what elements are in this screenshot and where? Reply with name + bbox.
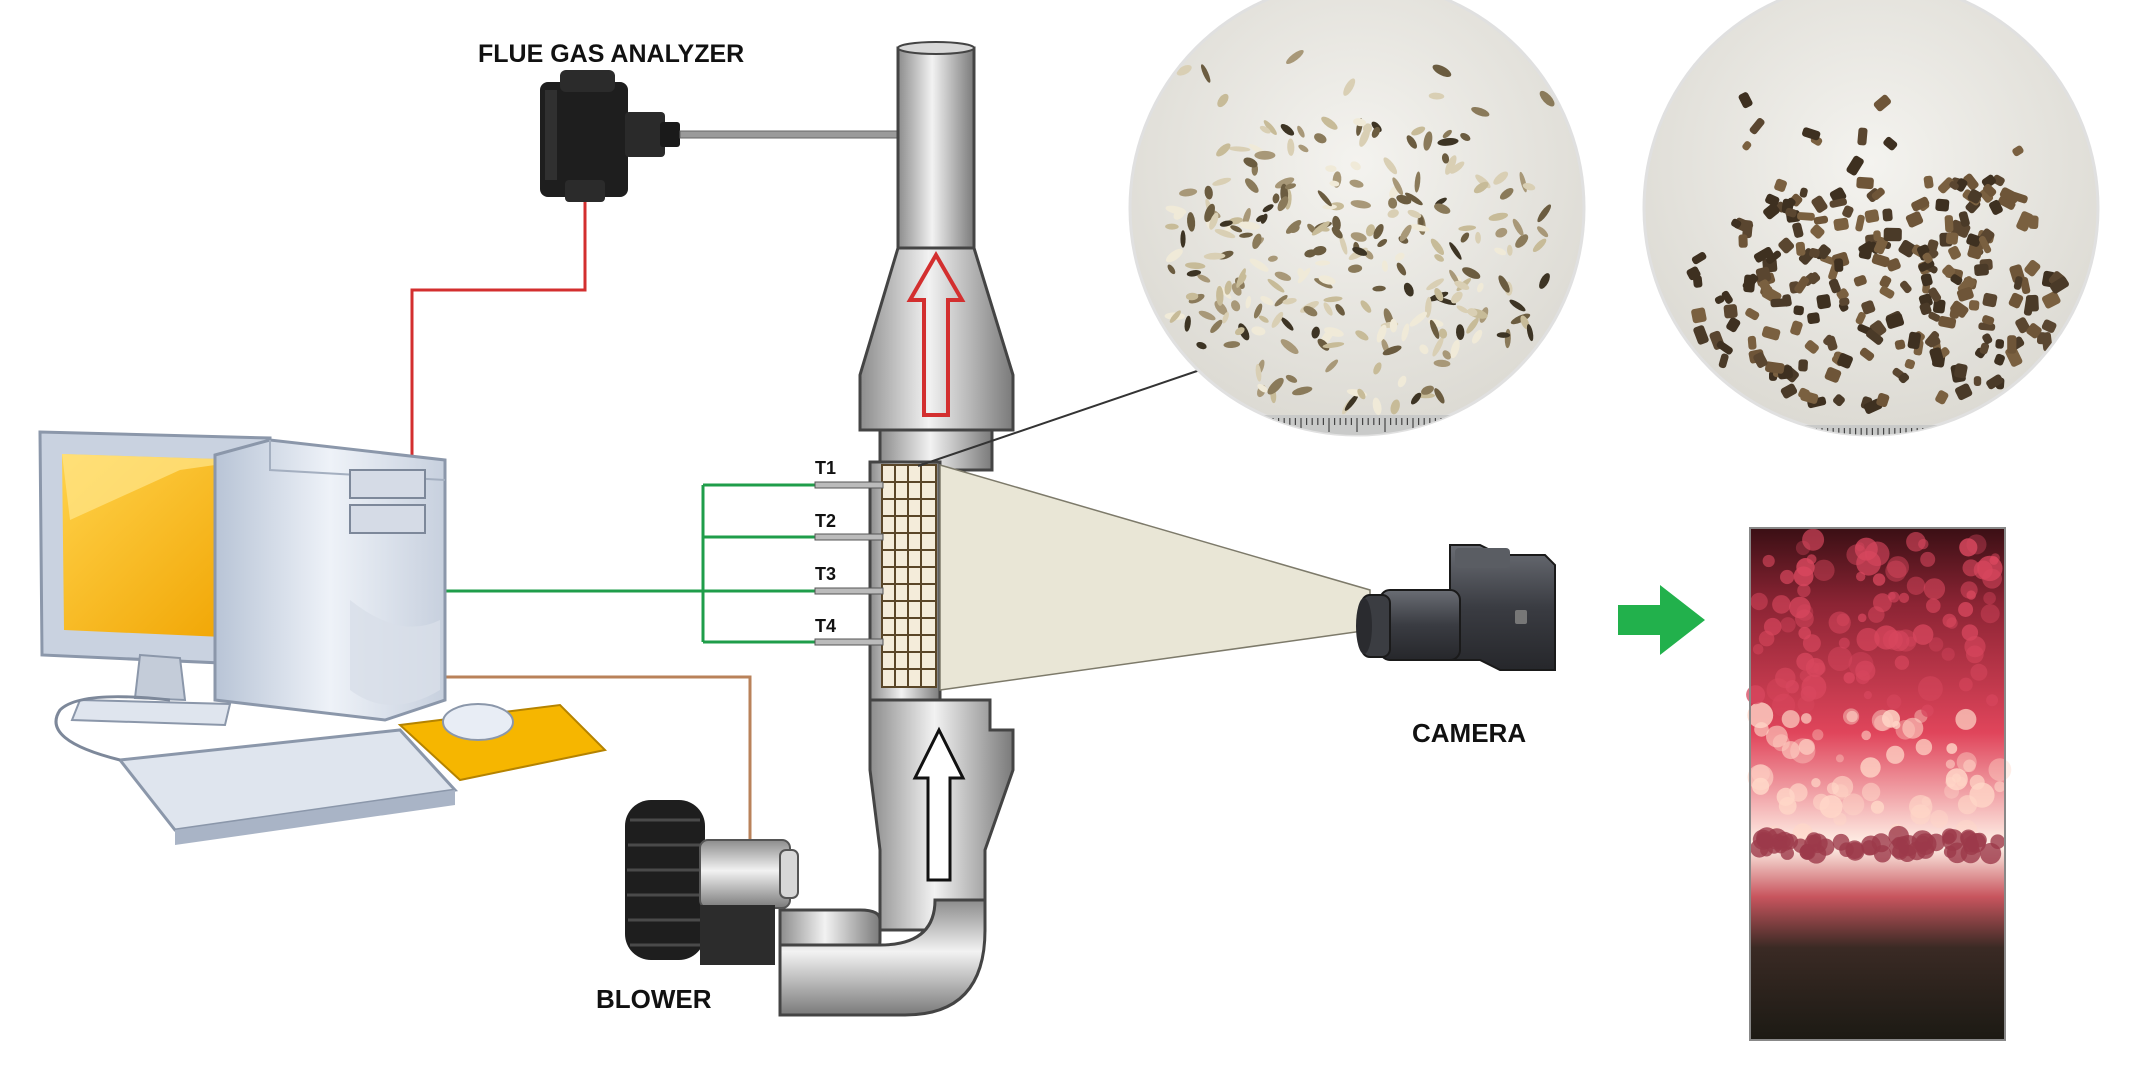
computer-icon	[38, 430, 608, 845]
flow-arrow-up-red	[906, 251, 966, 417]
flue-gas-analyzer-icon	[540, 70, 680, 202]
ruler-tick-label: 9	[1766, 450, 1776, 470]
analyzer-wire	[410, 195, 587, 455]
raw-sample-photo	[1128, 0, 1586, 437]
ruler-tick-label: 7	[1990, 450, 2000, 470]
ruler-tick-label: 4	[1385, 440, 1395, 460]
thermocouple-label-t1: T1	[815, 458, 836, 478]
camera-label: CAMERA	[1412, 718, 1526, 748]
thermocouple-label-t4: T4	[815, 616, 836, 636]
ruler-tick-label: 8	[1738, 450, 1748, 470]
ruler-tick-label: 5	[1934, 450, 1944, 470]
camera-icon	[1356, 544, 1556, 671]
thermocouple-wires	[440, 483, 815, 644]
ruler-tick-label: 4	[1906, 450, 1916, 470]
ruler-tick-label: 1	[1822, 450, 1832, 470]
blower-wire	[440, 675, 752, 840]
combustion-photo	[1746, 527, 2012, 1041]
camera-view-cone	[939, 464, 1371, 691]
ruler-tick-label: 3	[1357, 440, 1367, 460]
flow-arrow-up-black	[912, 726, 966, 882]
ruler-tick-label: 5	[1413, 440, 1423, 460]
ruler-tick-label: 10	[1794, 445, 1821, 472]
ruler-tick-label: 7	[1469, 440, 1479, 460]
ruler-tick-label: 3	[1878, 450, 1888, 470]
fuel-bed-window	[881, 464, 937, 688]
ruler-tick-label: 6	[1441, 440, 1451, 460]
arrow-right-icon	[1618, 585, 1705, 655]
analyzer-label: FLUE GAS ANALYZER	[478, 40, 744, 68]
blower-label: BLOWER	[596, 984, 712, 1014]
thermocouple-label-t2: T2	[815, 511, 836, 531]
thermocouple-label-t3: T3	[815, 564, 836, 584]
ruler-tick-label: 8	[1497, 440, 1507, 460]
blower-icon	[625, 800, 799, 965]
ruler-tick-label: 6	[1962, 450, 1972, 470]
ruler-tick-label: 10	[1273, 435, 1300, 462]
ruler-tick-label: 9	[1245, 440, 1255, 460]
ruler-tick-label: 2	[1850, 450, 1860, 470]
pellet-sample-photo	[1642, 0, 2100, 437]
ruler-tick-label: 2	[1329, 440, 1339, 460]
thermocouple-probes	[814, 481, 884, 646]
ruler-tick-label: 1	[1301, 440, 1311, 460]
zoom-line	[917, 369, 1201, 467]
